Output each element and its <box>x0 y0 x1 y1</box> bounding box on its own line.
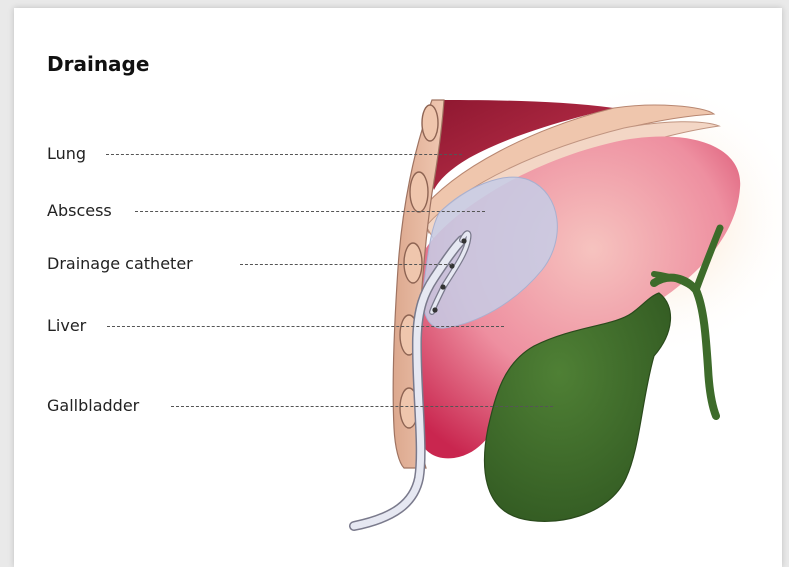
label-lung: Lung <box>47 144 86 164</box>
rib-3 <box>404 243 422 283</box>
catheter-hole-4 <box>432 307 437 312</box>
rib-2 <box>410 172 428 212</box>
leader-lung <box>106 154 462 155</box>
leader-drainage-catheter <box>240 264 452 265</box>
label-drainage-catheter: Drainage catheter <box>47 254 193 274</box>
diagram-card: Drainage <box>14 8 782 567</box>
label-liver: Liver <box>47 316 86 336</box>
label-abscess: Abscess <box>47 201 112 221</box>
catheter-hole-3 <box>440 284 445 289</box>
catheter-hole-1 <box>461 238 466 243</box>
rib-1 <box>422 105 438 141</box>
leader-gallbladder <box>171 406 553 407</box>
anatomy-illustration <box>14 8 782 567</box>
leader-abscess <box>135 211 485 212</box>
label-gallbladder: Gallbladder <box>47 396 139 416</box>
leader-liver <box>107 326 504 327</box>
